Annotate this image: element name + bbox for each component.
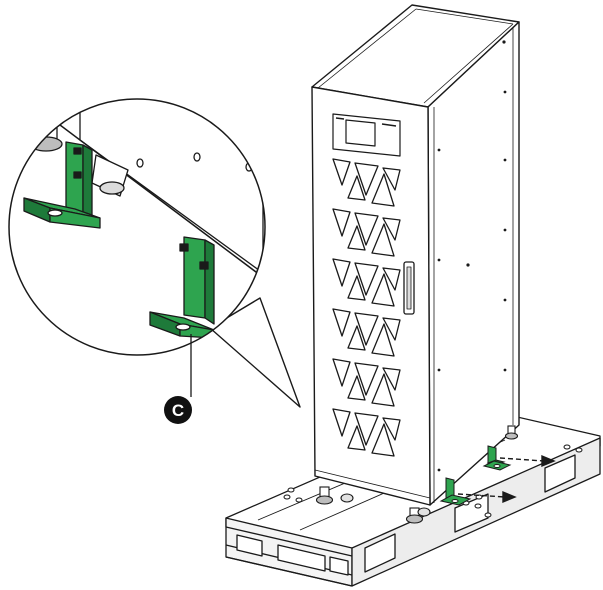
door-handle	[403, 261, 415, 315]
side-screws	[437, 40, 507, 472]
bracket-detail-upper	[23, 141, 101, 229]
magnified-detail	[8, 98, 301, 408]
callout-badge-c: C	[164, 396, 192, 424]
shipping-bracket-rear	[482, 445, 512, 471]
removal-arrow-rear	[499, 457, 545, 462]
leveling-foot	[504, 425, 519, 440]
magnifier-pointer	[209, 297, 301, 408]
callout-label: C	[172, 401, 184, 420]
magnifier-circle	[8, 98, 266, 356]
cabinet-front	[311, 86, 431, 506]
display-screen	[345, 119, 376, 147]
pallet-bolt-holes	[283, 444, 583, 518]
shipping-bracket-front	[439, 477, 472, 506]
door-vent-grille	[332, 158, 401, 457]
leveling-foot	[315, 486, 334, 505]
display-panel	[332, 113, 401, 157]
removal-arrows	[457, 454, 556, 504]
ups-cabinet	[311, 4, 520, 506]
cabinet-side	[427, 21, 520, 506]
leveling-feet	[315, 425, 519, 524]
